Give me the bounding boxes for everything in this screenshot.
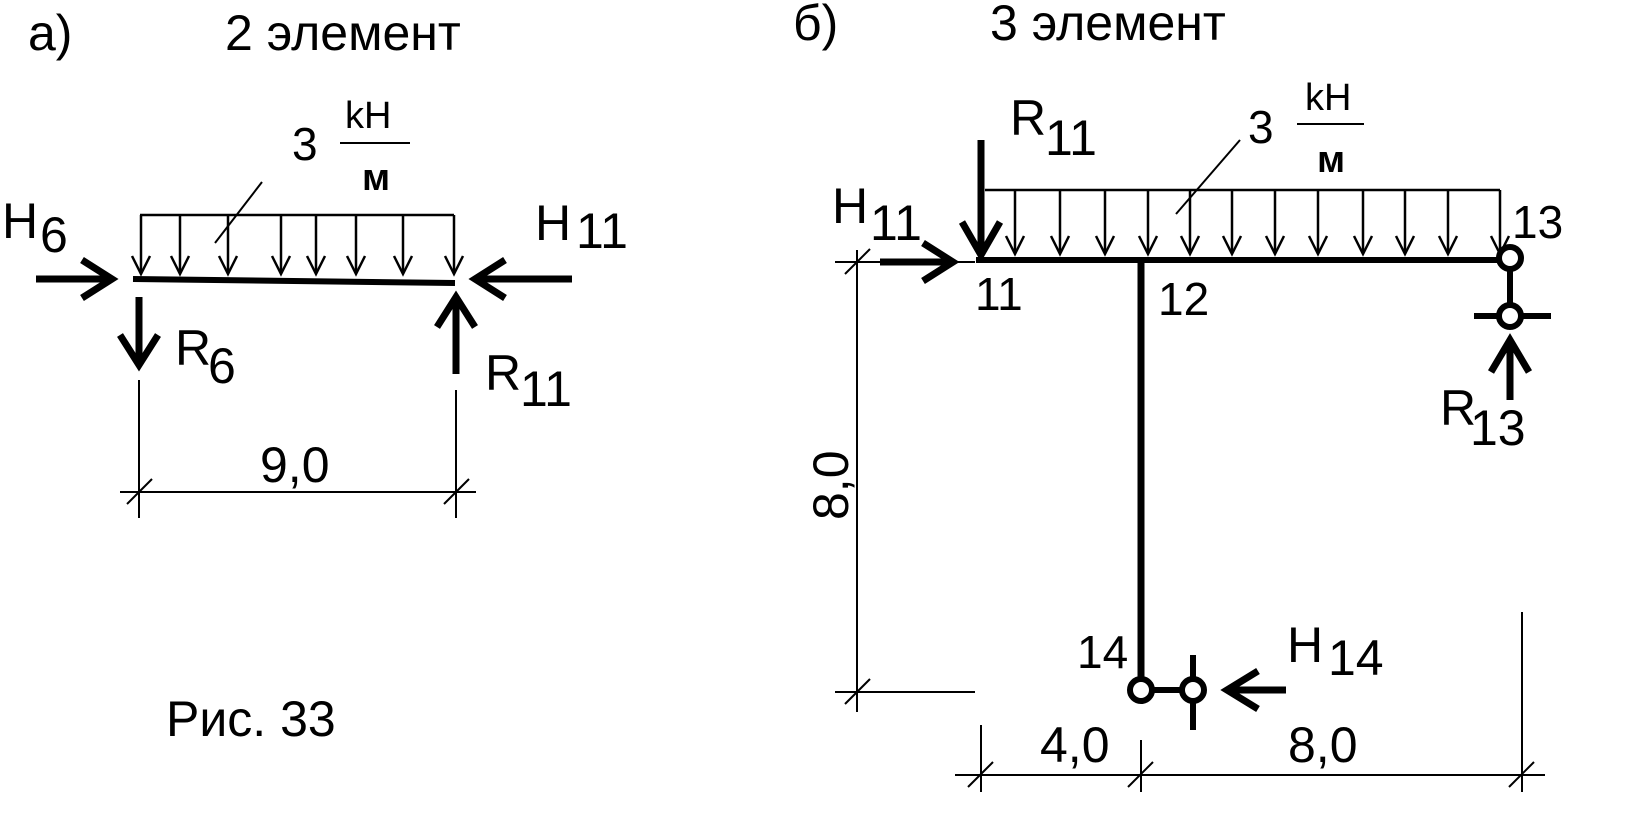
h6-arrow-head (80, 257, 119, 301)
panel-a-load-leader (214, 181, 263, 244)
panel-b-load-arrows (1004, 190, 1511, 257)
dim-b-right-value: 8,0 (1288, 717, 1358, 773)
dim-b-height-tick-top (844, 248, 871, 275)
node-14-label: 14 (1077, 626, 1128, 678)
panel-a-title: 2 элемент (225, 5, 461, 61)
panel-b-force-r11: R 11 (958, 90, 1097, 263)
hinge-13-top (1496, 244, 1524, 272)
dim-b-height-value: 8,0 (803, 450, 859, 520)
panel-b-load-arrow-head-1 (1004, 235, 1026, 257)
panel-a: а) 2 элемент 3 kH м H 6 H 11 (2, 5, 628, 747)
panel-b-load-leader (1175, 139, 1241, 215)
panel-a-load-arrow-head-2 (169, 255, 191, 277)
panel-b-load-arrow-head-8 (1307, 235, 1329, 257)
panel-b-force-h11: H 11 (832, 178, 960, 284)
h14-arrow-head (1220, 668, 1260, 712)
r13-label-sub: 13 (1470, 400, 1526, 456)
r6-arrow-head (117, 333, 161, 372)
panel-a-beam (132, 276, 456, 286)
h11a-arrow-head (468, 257, 507, 301)
h11a-label: H (535, 195, 571, 251)
r6-label: R (175, 320, 211, 376)
panel-a-distributed-load (130, 213, 465, 277)
hinge-14-right (1179, 676, 1207, 704)
figure-caption: Рис. 33 (166, 691, 336, 747)
panel-b-load-arrow-head-5 (1179, 235, 1201, 257)
r13-arrow-head (1487, 333, 1533, 374)
panel-a-load-unit-den: м (362, 157, 390, 199)
panel-a-load-arrow-head-3 (217, 255, 239, 277)
dim-b-tick-right (1508, 761, 1535, 788)
panel-b-load-unit-num: kH (1305, 77, 1351, 119)
panel-b-load-value: 3 (1248, 101, 1274, 153)
panel-a-load-arrow-head-4 (270, 255, 292, 277)
panel-a-dimension: 9,0 (120, 380, 476, 518)
panel-b-dimension-width: 4,0 8,0 (955, 612, 1545, 792)
r11b-label-sub: 11 (1045, 110, 1097, 166)
node-13-label: 13 (1512, 196, 1563, 248)
panel-b-load-arrow-head-7 (1264, 235, 1286, 257)
panel-b-dimension-height: 8,0 (803, 248, 975, 712)
panel-a-load-arrow-head-7 (392, 255, 414, 277)
dim-b-tick-left (967, 761, 994, 788)
h14-label: H (1287, 617, 1323, 673)
node-12-label: 12 (1158, 273, 1209, 325)
r11a-label: R (485, 345, 521, 401)
panel-b-title: 3 элемент (990, 0, 1226, 51)
r11b-arrow-head (958, 220, 1004, 263)
hinge-13-bottom (1496, 302, 1524, 330)
support-node-13 (1474, 244, 1551, 330)
panel-b-letter: б) (793, 0, 838, 51)
panel-b-force-r13: R 13 (1440, 333, 1533, 456)
panel-a-load-arrow-head-6 (345, 255, 367, 277)
h11b-label-sub: 11 (870, 195, 922, 251)
panel-b: б) 3 элемент 3 kH м R 11 H 11 (793, 0, 1563, 792)
hinge-14-left (1127, 676, 1155, 704)
panel-a-force-h6: H 6 (2, 193, 119, 301)
panel-b-load-arrow-head-3 (1094, 235, 1116, 257)
panel-b-load-arrow-head-6 (1221, 235, 1243, 257)
panel-a-force-h11: H 11 (468, 195, 628, 301)
dim-a-tick-left (126, 478, 153, 505)
panel-a-letter: а) (28, 5, 72, 61)
r11a-arrow-head (434, 290, 478, 329)
h14-label-sub: 14 (1328, 630, 1384, 686)
panel-a-load-arrow-head-8 (443, 255, 465, 277)
r11b-label: R (1010, 90, 1046, 146)
panel-b-load-arrow-head-4 (1137, 235, 1159, 257)
r11a-label-sub: 11 (520, 361, 572, 417)
dim-b-left-value: 4,0 (1040, 717, 1110, 773)
panel-a-force-r6: R 6 (117, 297, 236, 394)
support-node-14 (1127, 655, 1207, 730)
panel-a-load-arrows (130, 215, 465, 277)
panel-a-load-arrow-head-1 (130, 255, 152, 277)
dim-b-tick-mid (1127, 761, 1154, 788)
h6-label: H (2, 193, 38, 249)
panel-a-load-value: 3 (292, 118, 318, 170)
panel-a-force-r11: R 11 (434, 290, 572, 417)
panel-b-load-arrow-head-10 (1394, 235, 1416, 257)
panel-b-distributed-load (985, 188, 1511, 257)
panel-b-load-arrow-head-9 (1352, 235, 1374, 257)
panel-b-load-arrow-head-2 (1049, 235, 1071, 257)
h11a-label-sub: 11 (576, 203, 628, 259)
dim-b-height-tick-bottom (844, 678, 871, 705)
dim-a-tick-right (443, 478, 470, 505)
h6-label-sub: 6 (40, 207, 68, 263)
h11b-label: H (832, 178, 868, 234)
panel-b-force-h14: H 14 (1220, 617, 1384, 712)
node-11-label: 11 (975, 268, 1023, 320)
panel-a-load-arrow-head-5 (305, 255, 327, 277)
panel-b-load-arrow-head-11 (1437, 235, 1459, 257)
panel-b-load-unit-den: м (1317, 139, 1345, 181)
panel-a-load-unit-num: kH (345, 95, 391, 137)
r6-label-sub: 6 (208, 338, 236, 394)
r13-label: R (1440, 380, 1476, 436)
dim-a-value: 9,0 (260, 437, 330, 493)
